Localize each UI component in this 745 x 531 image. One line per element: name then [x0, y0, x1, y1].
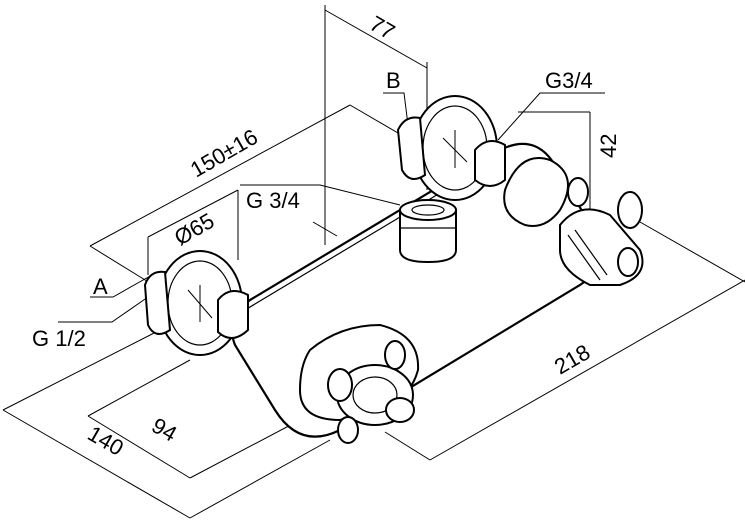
leader-lines — [58, 92, 605, 323]
top-outlet — [399, 199, 457, 264]
label-b: B — [386, 68, 401, 93]
label-texts: B G3/4 G 3/4 A G 1/2 — [32, 68, 593, 351]
dim-65: Ø65 — [170, 208, 219, 250]
dim-140: 140 — [84, 421, 128, 461]
label-g34-outlet: G 3/4 — [246, 188, 300, 213]
right-wall-connection — [396, 95, 506, 201]
label-a: A — [93, 274, 108, 299]
dim-42: 42 — [596, 134, 621, 158]
left-handle — [327, 340, 415, 444]
dim-94: 94 — [148, 413, 182, 447]
dim-77: 77 — [366, 11, 400, 45]
label-g34-right: G3/4 — [545, 68, 593, 93]
left-wall-connection — [143, 250, 249, 356]
label-g12: G 1/2 — [32, 326, 86, 351]
dim-218: 218 — [550, 339, 594, 379]
right-handle — [559, 177, 644, 286]
